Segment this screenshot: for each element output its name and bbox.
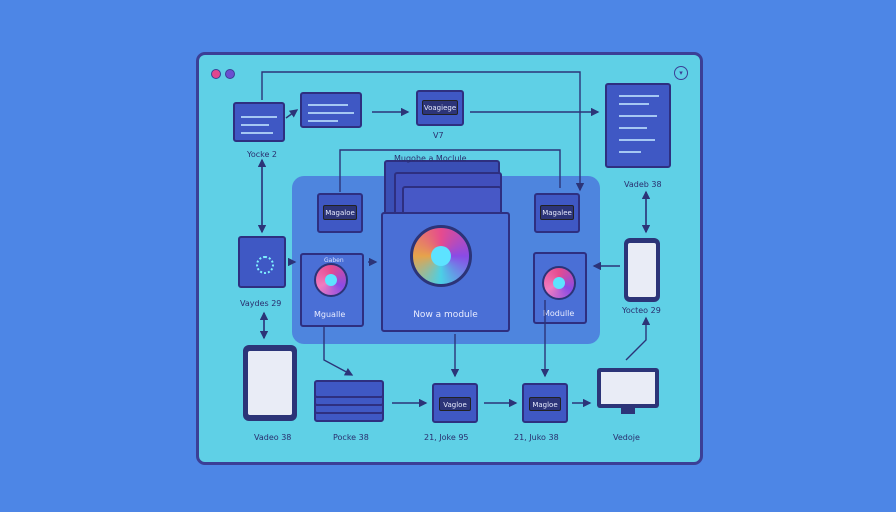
label-bottom-1: Vadeo 38 [254,433,292,442]
code-window-top-left[interactable] [233,102,285,142]
center-title: Now a module [413,310,478,320]
monitor-bottom-right[interactable] [597,368,659,416]
label-bottom-3: 21, Joke 95 [424,433,469,442]
label-bottom-5: Vedoje [613,433,640,442]
right-module-title: Modulle [543,309,575,318]
bottom-chip-1: Vagloe [439,397,471,411]
left-module-card[interactable]: Magaloe [317,193,363,233]
label-bottom-2: Pocke 38 [333,433,369,442]
top-center-chip: Voagiege [422,100,458,115]
label-right-middle: Yocteo 29 [622,306,661,315]
tablet-bottom-left[interactable] [243,345,297,421]
card-stack-bottom[interactable] [314,380,386,428]
app-window-left-middle[interactable] [238,236,286,288]
window-dot-purple[interactable] [225,69,235,79]
bottom-chip-card-1[interactable]: Vagloe [432,383,478,423]
code-window-top-second[interactable] [300,92,362,128]
left-module-header: Gaben [324,257,344,264]
bottom-chip-card-2[interactable]: Magloe [522,383,568,423]
label-top-left: Yocke 2 [247,150,278,159]
code-window-top-right[interactable] [605,83,671,168]
label-left-middle: Vaydes 29 [240,299,282,308]
right-module-chip: Magalee [540,205,574,220]
bottom-chip-2: Magloe [529,397,561,411]
chevron-down-icon[interactable]: ▾ [674,66,688,80]
window-dot-pink[interactable] [211,69,221,79]
module-badge-left [314,263,348,297]
right-module-card[interactable]: Magalee [534,193,580,233]
left-module-title: Mgualle [314,310,346,319]
stack-header: Mugohe a Moclule [394,154,467,163]
top-center-card[interactable]: Voagiege [416,90,464,126]
label-top-center: V7 [433,131,444,140]
label-bottom-4: 21, Juko 38 [514,433,559,442]
phone-right[interactable] [624,238,660,302]
gear-icon [256,256,274,274]
module-badge-right [542,266,576,300]
left-module-chip: Magaloe [323,205,357,220]
module-badge-center [410,225,472,287]
label-right-top: Vadeb 38 [624,180,662,189]
